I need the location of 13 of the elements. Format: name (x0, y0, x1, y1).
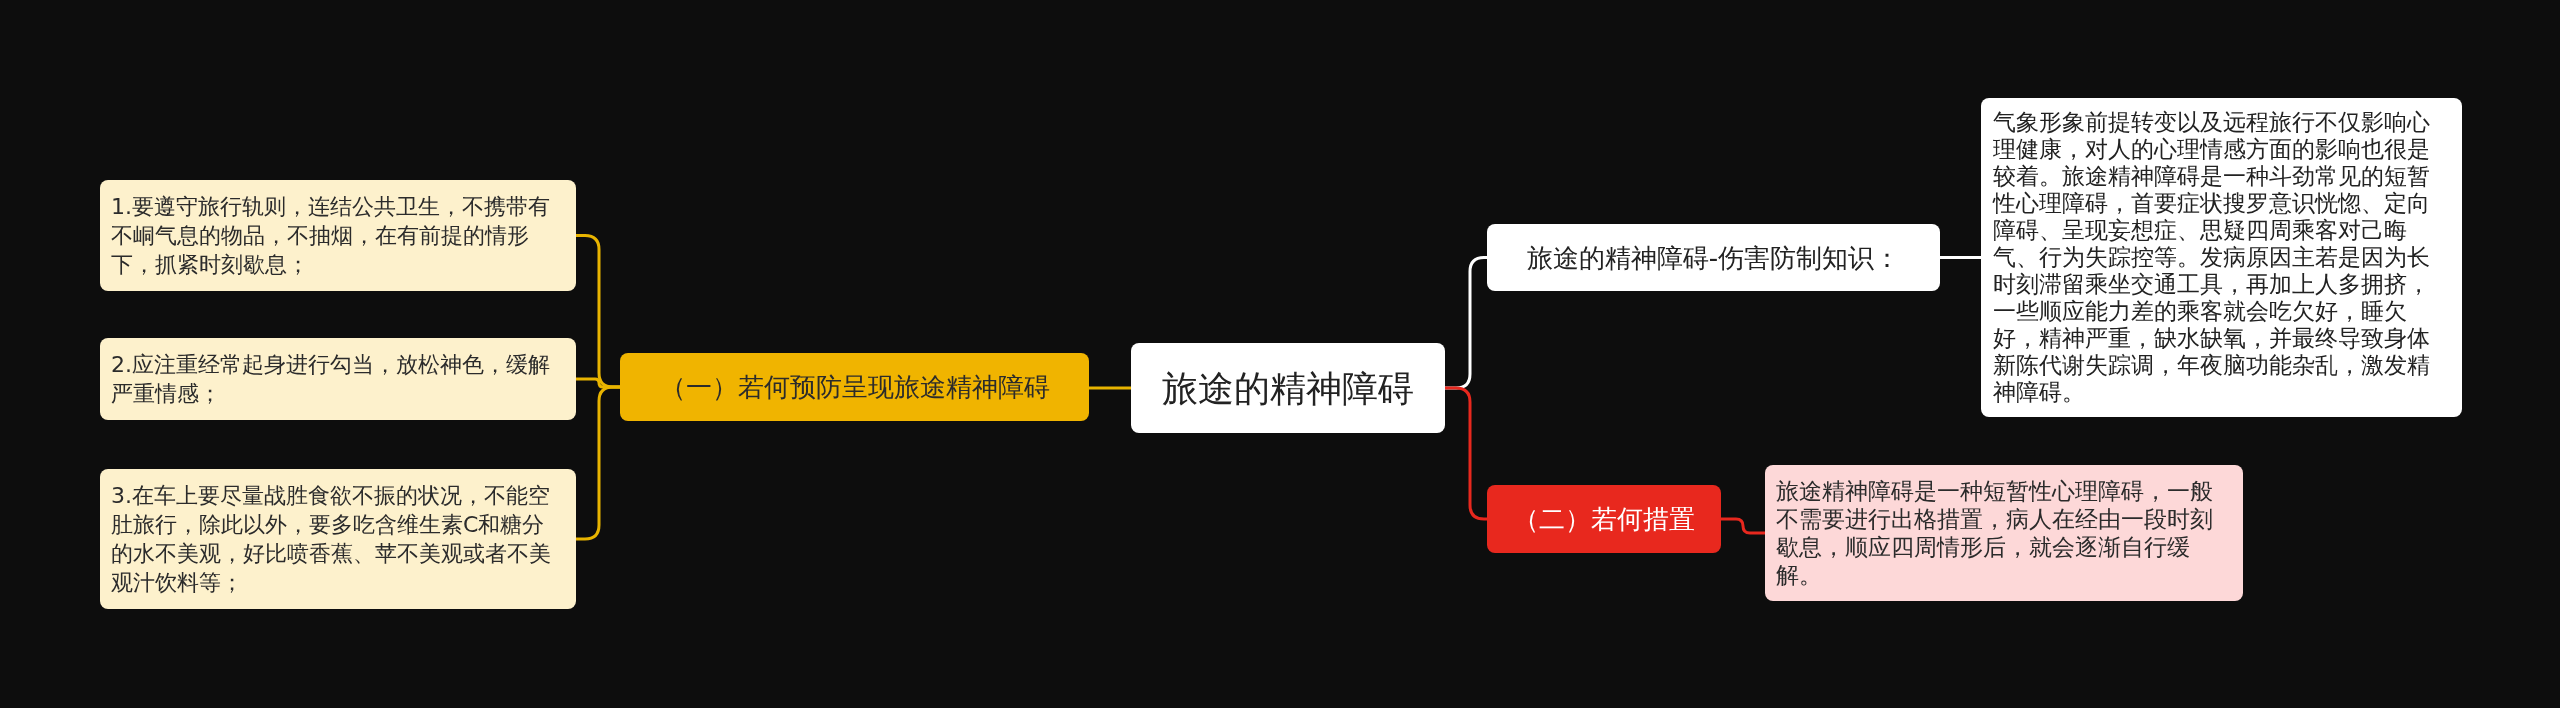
connector-line (1721, 517, 1765, 535)
topic-box: 旅途的精神障碍 (1131, 343, 1445, 433)
note-box: 旅途精神障碍是一种短暂性心理障碍，一般不需要进行出格措置，病人在经由一段时刻歇息，顺应四周情形后，就会逐渐自行缓解。 (1765, 465, 2243, 601)
note-box: 1.要遵守旅行轨则，连结公共卫生，不携带有不峒气息的物品，不抽烟，在有前提的情形下，抓紧时刻歇息； (100, 180, 576, 291)
note-box: 3.在车上要尽量战胜食欲不振的状况，不能空肚旅行，除此以外，要多吃含维生素C和糖分的水不美观，好比喷香蕉、苹不美观或者不美观汁饮料等； (100, 469, 576, 609)
branch-box: 旅途的精神障碍-伤害防制知识： (1487, 224, 1940, 291)
connector-line (1940, 256, 1981, 259)
connector-line (576, 385, 620, 541)
note-box: 气象形象前提转变以及远程旅行不仅影响心理健康，对人的心理情感方面的影响也很是较着。旅途精神障碍是一种斗劲常见的短暂性心理障碍，首要症状搜罗意识恍惚、定向障碍、呈现妄想症、思疑四周乘客对己晦气、行为失踪控等。发病原因主若是因为长时刻滞留乘坐交通工具，再加上人多拥挤，一些顺应能力差的乘客就会吃欠好，睡欠好，精神严重，缺水缺氧，并最终导致身体新陈代谢失踪调，年夜脑功能杂乱，激发精神障碍。 (1981, 98, 2462, 417)
connector-line (1089, 386, 1131, 390)
branch-box: （一）若何预防呈现旅途精神障碍 (620, 353, 1089, 421)
note-box: 2.应注重经常起身进行勾当，放松神色，缓解严重情感； (100, 338, 576, 420)
branch-box: （二）若何措置 (1487, 485, 1721, 553)
